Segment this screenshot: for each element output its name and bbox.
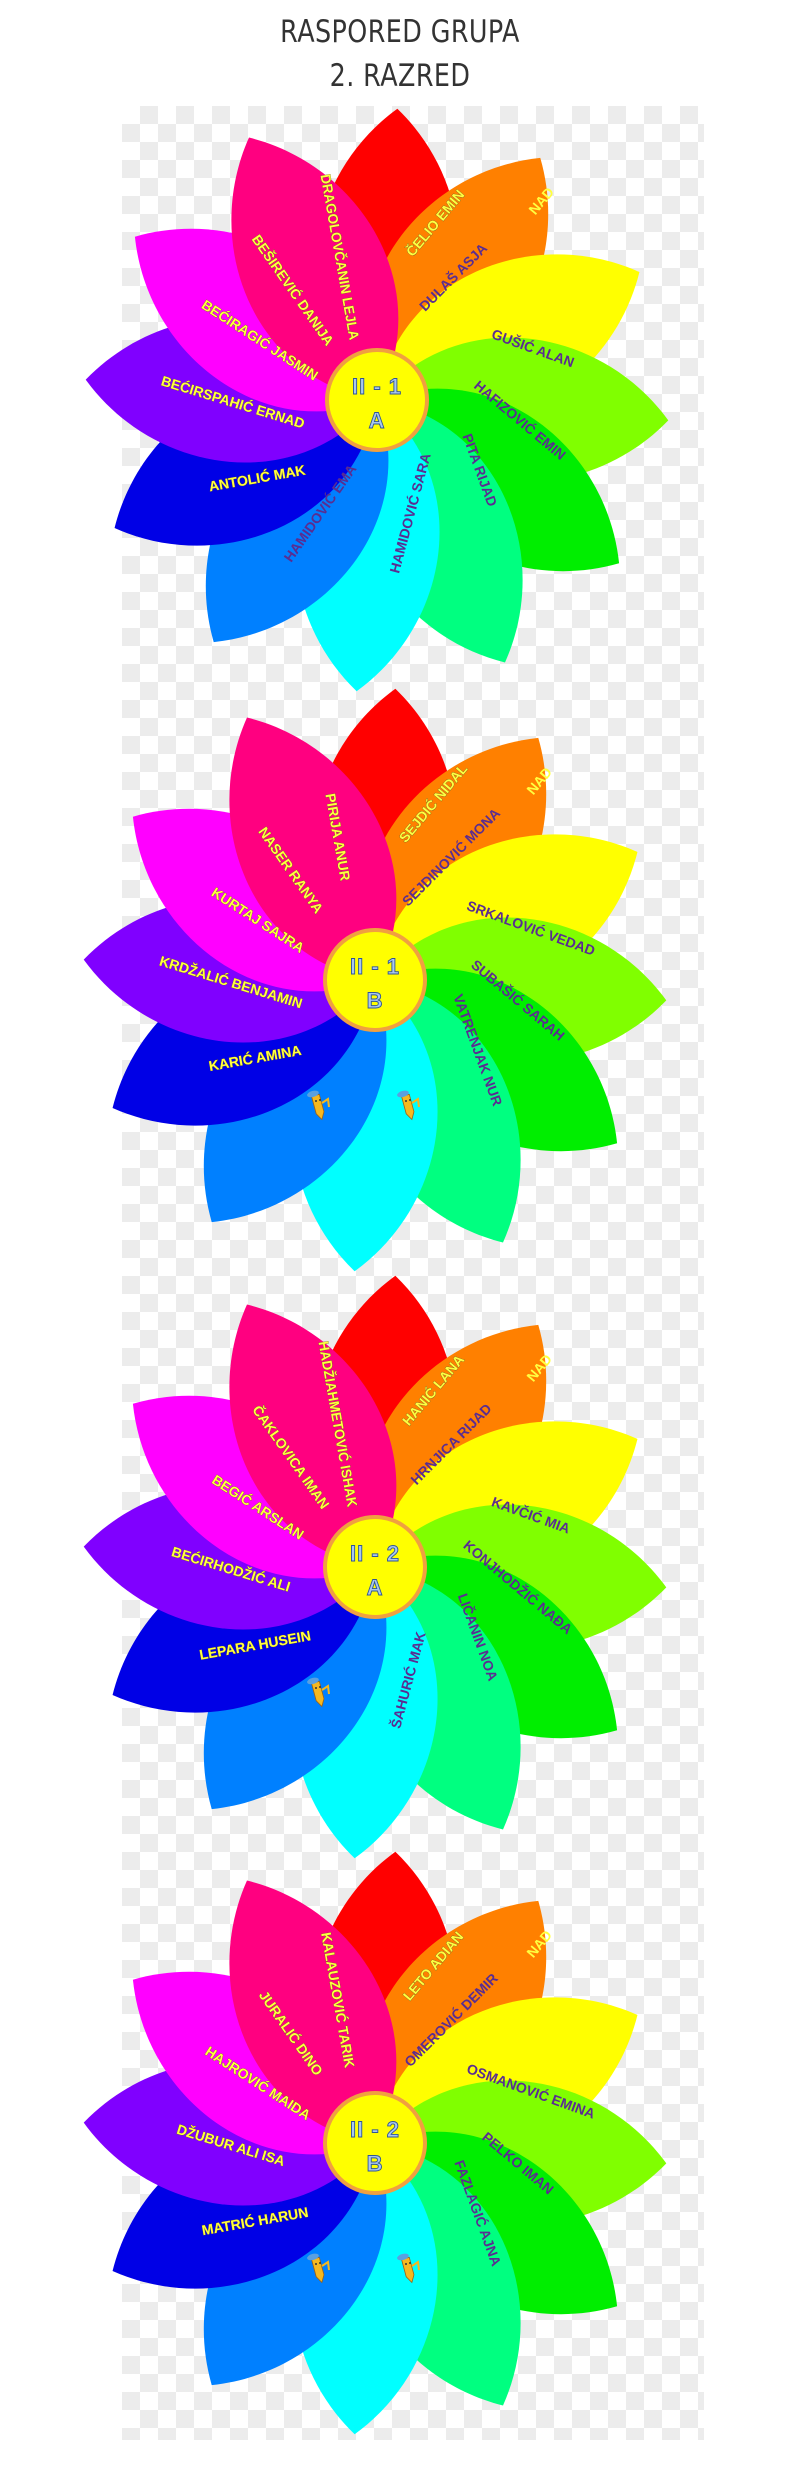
section-label: A: [369, 408, 386, 433]
pencil-icon: [397, 2253, 420, 2284]
petal: [229, 1880, 397, 2143]
group-label: II - 1: [352, 374, 402, 399]
page-subtitle: 2. RAZRED: [329, 58, 471, 94]
petal: [229, 717, 397, 980]
center-circle: [323, 928, 427, 1032]
page-title: RASPORED GRUPA: [280, 14, 520, 50]
section-label: B: [367, 2151, 384, 2176]
pencil-icon: [307, 1677, 330, 1708]
group-label: II - 1: [350, 954, 400, 979]
center-circle: [323, 2091, 427, 2195]
petal: [229, 1304, 397, 1567]
group-label: II - 2: [350, 1541, 400, 1566]
group-label: II - 2: [350, 2117, 400, 2142]
pencil-icon: [397, 1090, 420, 1121]
section-label: B: [367, 988, 384, 1013]
pencil-icon: [307, 1090, 330, 1121]
petal: [231, 137, 399, 400]
section-label: A: [367, 1575, 384, 1600]
center-circle: [323, 1515, 427, 1619]
center-circle: [325, 348, 429, 452]
pencil-icon: [307, 2253, 330, 2284]
